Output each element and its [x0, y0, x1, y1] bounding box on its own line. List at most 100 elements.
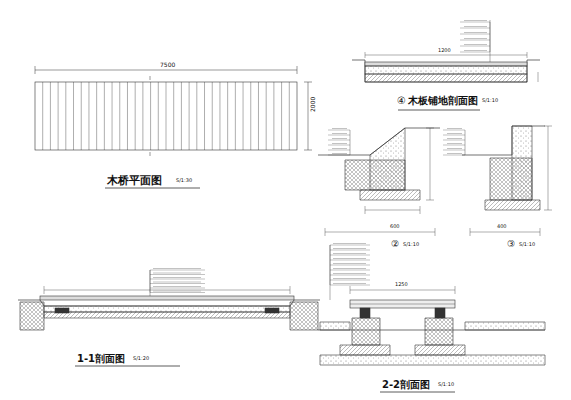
- drawn-stroke: [350, 130, 351, 155]
- drawn-stroke: [150, 279, 205, 280]
- drawn-stroke: [460, 52, 490, 53]
- dimension-text: 600: [390, 224, 400, 229]
- drawn-stroke: [212, 82, 213, 150]
- drawn-stroke: [150, 292, 205, 293]
- dimension-text: 1200: [438, 48, 451, 53]
- dimension-text: S/1:10: [519, 242, 535, 247]
- drawn-stroke: [447, 138, 462, 139]
- drawn-stroke: [150, 270, 205, 271]
- drawn-stroke: [153, 291, 201, 292]
- drawing-title: 1-1剖面图: [77, 354, 125, 364]
- drawn-stroke: [333, 268, 366, 269]
- drawn-stroke: [330, 245, 370, 246]
- drawn-stroke: [73, 82, 74, 150]
- drawn-stroke: [330, 280, 370, 281]
- drawn-stroke: [227, 82, 228, 150]
- drawn-stroke: [243, 82, 244, 150]
- drawn-stroke: [330, 250, 370, 251]
- drawn-stroke: [330, 255, 370, 256]
- drawn-stroke: [464, 38, 487, 39]
- drawn-stroke: [333, 263, 366, 264]
- drawn-stroke: [332, 138, 347, 139]
- drawing-title: ③: [507, 240, 515, 249]
- drawn-stroke: [153, 277, 201, 278]
- drawn-stroke: [235, 82, 236, 150]
- drawn-stroke: [250, 82, 251, 150]
- drawn-stroke: [330, 265, 370, 266]
- drawn-stroke: [464, 44, 487, 45]
- drawn-stroke: [332, 148, 347, 149]
- dimension-text: S/1:10: [438, 382, 454, 387]
- drawn-stroke: [460, 34, 490, 35]
- drawn-stroke: [333, 253, 366, 254]
- drawn-stroke: [330, 270, 370, 271]
- drawn-stroke: [464, 32, 487, 33]
- drawn-stroke: [65, 82, 66, 150]
- drawn-stroke: [447, 148, 462, 149]
- drawn-stroke: [58, 82, 59, 150]
- drawn-stroke: [447, 143, 462, 144]
- drawn-stroke: [88, 82, 89, 150]
- drawn-stroke: [447, 128, 462, 129]
- drawn-stroke: [330, 275, 370, 276]
- drawn-stroke: [142, 82, 143, 150]
- drawing-title: ④: [397, 96, 406, 106]
- drawn-stroke: [328, 155, 350, 156]
- drawn-stroke: [150, 288, 205, 289]
- drawn-stroke: [333, 278, 366, 279]
- drawn-stroke: [333, 273, 366, 274]
- drawn-stroke: [443, 145, 465, 146]
- drawn-stroke: [328, 130, 350, 131]
- drawn-stroke: [153, 268, 201, 269]
- drawn-stroke: [443, 150, 465, 151]
- drawn-stroke: [127, 82, 128, 150]
- drawn-stroke: [166, 82, 167, 150]
- drawn-stroke: [150, 283, 205, 284]
- drawn-stroke: [273, 82, 274, 150]
- drawn-stroke: [332, 143, 347, 144]
- drawn-stroke: [464, 26, 487, 27]
- drawn-stroke: [104, 82, 105, 150]
- drawn-stroke: [258, 82, 259, 150]
- drawn-stroke: [328, 135, 350, 136]
- drawn-stroke: [173, 82, 174, 150]
- drawn-stroke: [332, 128, 347, 129]
- drawn-stroke: [150, 270, 151, 293]
- drawn-stroke: [153, 273, 201, 274]
- drawn-stroke: [204, 82, 205, 150]
- dimension-text: S/1:10: [482, 98, 498, 103]
- drawn-stroke: [443, 155, 465, 156]
- drawn-stroke: [460, 22, 490, 23]
- drawn-stroke: [328, 150, 350, 151]
- drawn-stroke: [464, 20, 487, 21]
- drawn-stroke: [135, 82, 136, 150]
- dimension-text: S/1:20: [133, 356, 149, 361]
- drawn-stroke: [333, 258, 366, 259]
- drawn-stroke: [460, 46, 490, 47]
- drawn-stroke: [332, 133, 347, 134]
- drawing-title: 木桥平面图: [107, 175, 162, 186]
- drawn-stroke: [289, 82, 290, 150]
- drawing-title: ②: [391, 240, 399, 249]
- drawn-stroke: [330, 260, 370, 261]
- drawn-stroke: [464, 50, 487, 51]
- drawn-stroke: [465, 130, 466, 155]
- drawing-title: 木板铺地剖面图: [408, 96, 478, 106]
- drawn-stroke: [150, 274, 205, 275]
- dimension-text: 2000: [310, 97, 316, 112]
- dimension-text: S/1:10: [403, 242, 419, 247]
- drawn-stroke: [42, 82, 43, 150]
- drawn-stroke: [281, 82, 282, 150]
- drawn-stroke: [447, 133, 462, 134]
- drawn-stroke: [96, 82, 97, 150]
- drawn-stroke: [119, 82, 120, 150]
- drawn-stroke: [447, 153, 462, 154]
- drawn-stroke: [333, 248, 366, 249]
- drawn-stroke: [181, 82, 182, 150]
- dimension-text: S/1:30: [176, 178, 192, 183]
- drawn-stroke: [81, 82, 82, 150]
- dimension-text: 1250: [395, 282, 408, 287]
- drawn-stroke: [460, 28, 490, 29]
- drawn-stroke: [153, 286, 201, 287]
